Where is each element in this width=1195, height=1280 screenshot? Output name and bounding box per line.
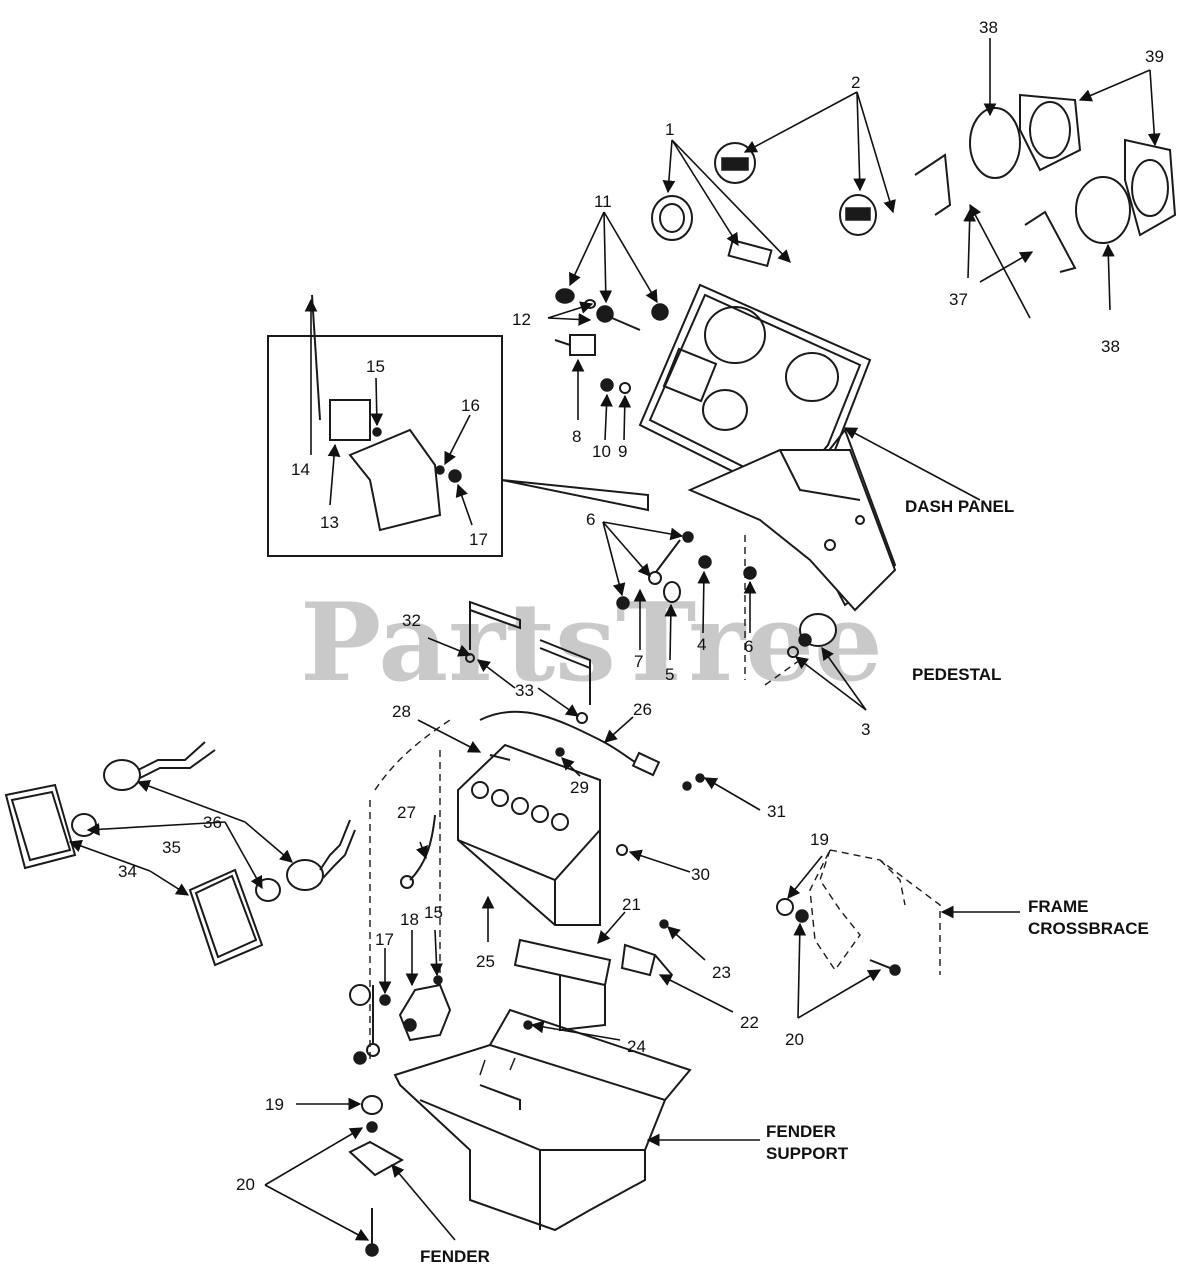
- assembly-labels: DASH PANEL PEDESTAL FRAME CROSSBRACE FEN…: [420, 497, 1149, 1266]
- callout-6-a: 6: [586, 510, 595, 529]
- callout-7: 7: [634, 652, 643, 671]
- callout-26: 26: [633, 700, 652, 719]
- callout-28: 28: [392, 702, 411, 721]
- callout-19-a: 19: [810, 830, 829, 849]
- callouts: 1 2 3 4 5 6 6 6 7 8 9 10 11 12 13 14 15 …: [118, 18, 1164, 1194]
- callout-2: 2: [851, 73, 860, 92]
- switches: [554, 288, 669, 394]
- callout-39: 39: [1145, 47, 1164, 66]
- callout-23: 23: [712, 963, 731, 982]
- callout-16: 16: [461, 396, 480, 415]
- watermark: PartsTree: [300, 580, 883, 706]
- label-crossbrace: CROSSBRACE: [1028, 919, 1149, 938]
- callout-38-b: 38: [1101, 337, 1120, 356]
- callout-8: 8: [572, 427, 581, 446]
- callout-14: 14: [291, 460, 310, 479]
- callout-38-a: 38: [979, 18, 998, 37]
- callout-17-b: 17: [375, 930, 394, 949]
- label-pedestal: PEDESTAL: [912, 665, 1001, 684]
- gauges: [651, 142, 877, 268]
- callout-18: 18: [400, 910, 419, 929]
- callout-25: 25: [476, 952, 495, 971]
- lights-top-right: [914, 93, 1177, 273]
- callout-11: 11: [594, 192, 612, 211]
- callout-10: 10: [592, 442, 611, 461]
- callout-1: 1: [665, 120, 674, 139]
- callout-19-b: 19: [265, 1095, 284, 1114]
- label-fender: FENDER: [420, 1247, 490, 1266]
- callout-15-b: 15: [424, 903, 443, 922]
- callout-15-a: 15: [366, 357, 385, 376]
- callout-30: 30: [691, 865, 710, 884]
- leader-lines: [68, 38, 1161, 1241]
- callout-12: 12: [512, 310, 531, 329]
- label-dash-panel: DASH PANEL: [905, 497, 1014, 516]
- parts-artwork: [4, 93, 1177, 1257]
- frame-crossbrace-part: [776, 849, 941, 976]
- label-fender-support-1: FENDER: [766, 1122, 836, 1141]
- callout-3: 3: [861, 720, 870, 739]
- callout-24: 24: [627, 1037, 646, 1056]
- headlights-left: [4, 741, 356, 967]
- label-fender-support-2: SUPPORT: [766, 1144, 849, 1163]
- callout-32: 32: [402, 611, 421, 630]
- solenoid-and-support: [349, 919, 692, 1232]
- callout-5: 5: [665, 665, 674, 684]
- callout-33: 33: [515, 681, 534, 700]
- callout-29: 29: [570, 778, 589, 797]
- pedestal-hardware: [616, 531, 837, 686]
- callout-34: 34: [118, 862, 137, 881]
- callout-27: 27: [397, 803, 416, 822]
- callout-31: 31: [767, 802, 786, 821]
- callout-20-a: 20: [785, 1030, 804, 1049]
- callout-6-b: 6: [744, 637, 753, 656]
- callout-17-a: 17: [469, 530, 488, 549]
- inset-box: [267, 294, 649, 557]
- battery: [369, 710, 705, 1060]
- callout-20-b: 20: [236, 1175, 255, 1194]
- callout-9: 9: [618, 442, 627, 461]
- brackets: [465, 600, 591, 724]
- fender-hardware: [348, 1095, 405, 1257]
- callout-35: 35: [162, 838, 181, 857]
- callout-36: 36: [203, 813, 222, 832]
- pedestal-part: [687, 449, 897, 612]
- label-frame: FRAME: [1028, 897, 1088, 916]
- callout-13: 13: [320, 513, 339, 532]
- callout-4: 4: [697, 635, 706, 654]
- callout-37: 37: [949, 290, 968, 309]
- callout-22: 22: [740, 1013, 759, 1032]
- callout-21: 21: [622, 895, 641, 914]
